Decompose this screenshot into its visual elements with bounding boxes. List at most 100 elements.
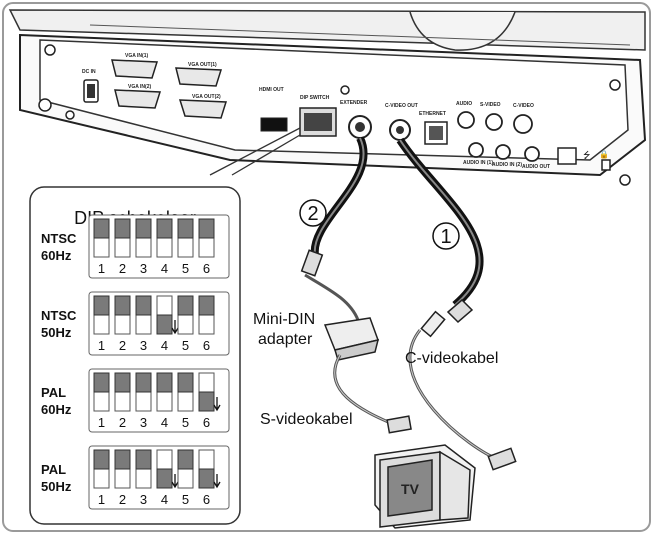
dip-switch-knob-up bbox=[93, 449, 110, 470]
dip-switch-number: 2 bbox=[119, 415, 126, 430]
port-label-extender: EXTENDER bbox=[340, 100, 368, 106]
dip-switch-number: 4 bbox=[161, 261, 168, 276]
dip-mode-frequency: 50Hz bbox=[41, 325, 72, 340]
dip-switch-knob-up bbox=[156, 218, 173, 239]
dip-switch-number: 6 bbox=[203, 415, 210, 430]
svg-text:2: 2 bbox=[307, 203, 318, 225]
port-label-s-video: S-VIDEO bbox=[480, 102, 501, 108]
mini-din-label-line2: adapter bbox=[258, 331, 313, 348]
dip-switch-number: 3 bbox=[140, 492, 147, 507]
vga-in-1-port bbox=[111, 59, 159, 79]
arrow-down-icon bbox=[213, 474, 221, 489]
dip-mode-label: PAL bbox=[41, 385, 66, 400]
port-label-vga-in-2: VGA IN(2) bbox=[128, 84, 151, 90]
dip-switch-number: 5 bbox=[182, 261, 189, 276]
dip-switch-number: 2 bbox=[119, 338, 126, 353]
vga-out-2-port bbox=[178, 99, 228, 119]
c-video-port bbox=[513, 114, 533, 134]
dip-switch-knob-up bbox=[114, 295, 131, 316]
s-video-port bbox=[485, 113, 503, 131]
screw-icon bbox=[619, 174, 631, 186]
dip-switch-number: 6 bbox=[203, 261, 210, 276]
vga-out-1-port bbox=[175, 67, 223, 87]
dip-switch-number: 3 bbox=[140, 338, 147, 353]
screw-icon bbox=[38, 98, 52, 112]
dip-switch-knob-up bbox=[156, 372, 173, 393]
port-label-audio-out: AUDIO OUT bbox=[522, 164, 550, 170]
dip-switch-knob-up bbox=[114, 372, 131, 393]
port-label-vga-out-2: VGA OUT(2) bbox=[192, 94, 221, 100]
dip-mode-frequency: 60Hz bbox=[41, 402, 72, 417]
vga-in-2-port bbox=[114, 89, 162, 109]
arrow-down-icon bbox=[171, 320, 179, 335]
dip-switch-number: 4 bbox=[161, 492, 168, 507]
dip-switch-knob-up bbox=[93, 295, 110, 316]
dip-switch-number: 4 bbox=[161, 338, 168, 353]
dip-switch-knob-up bbox=[135, 295, 152, 316]
callout-line bbox=[209, 127, 301, 176]
kensington-lock-icon bbox=[601, 159, 611, 171]
dip-switch-knob-up bbox=[198, 295, 215, 316]
audio-in-2-port bbox=[495, 144, 511, 160]
port-label-audio: AUDIO bbox=[456, 101, 472, 107]
port-label-audio-in-1: AUDIO IN (1) bbox=[463, 160, 493, 166]
dip-switch-knob-up bbox=[177, 449, 194, 470]
port-labels: DC IN VGA IN(1) VGA IN(2) VGA OUT(1) VGA… bbox=[82, 53, 550, 170]
c-video-cable-label: C-videokabel bbox=[405, 350, 498, 367]
step-marker-2: 2 bbox=[299, 199, 327, 227]
hdmi-out-port bbox=[260, 117, 288, 132]
port-label-vga-out-1: VGA OUT(1) bbox=[188, 62, 217, 68]
screw-icon bbox=[340, 85, 350, 95]
svg-text:1: 1 bbox=[440, 226, 451, 248]
dip-switch-number: 5 bbox=[182, 415, 189, 430]
dip-switch-number: 2 bbox=[119, 261, 126, 276]
dip-switch-knob-up bbox=[135, 449, 152, 470]
dip-switch-knob-down bbox=[198, 468, 215, 489]
lock-icon: 🔒 bbox=[599, 150, 609, 159]
dip-switch-panel: DIP schakelaar NTSC60Hz123456NTSC50Hz123… bbox=[29, 186, 241, 525]
cables bbox=[300, 136, 517, 471]
step-marker-1: 1 bbox=[432, 222, 460, 250]
dip-switch-knob-up bbox=[93, 218, 110, 239]
dip-switch-knob-up bbox=[93, 372, 110, 393]
audio-out-port bbox=[524, 146, 540, 162]
dip-switch-number: 1 bbox=[98, 415, 105, 430]
port-label-audio-in-2: AUDIO IN (2) bbox=[492, 162, 522, 168]
dip-switch-number: 1 bbox=[98, 261, 105, 276]
dip-switch-knob-down bbox=[156, 314, 173, 335]
dip-switch-number: 4 bbox=[161, 415, 168, 430]
dip-switch-knob-up bbox=[198, 218, 215, 239]
arrow-down-icon bbox=[171, 474, 179, 489]
dip-switch-knob-up bbox=[114, 218, 131, 239]
ports: ⭍ 🔒 bbox=[83, 59, 611, 171]
tv-label: TV bbox=[401, 481, 420, 497]
usb-icon: ⭍ bbox=[583, 150, 591, 161]
dip-switch-knob-up bbox=[135, 218, 152, 239]
dip-switch-number: 2 bbox=[119, 492, 126, 507]
dip-switch-knob-up bbox=[177, 218, 194, 239]
port-label-c-video: C-VIDEO bbox=[513, 103, 534, 109]
dip-switch-knob-down bbox=[156, 468, 173, 489]
mini-din-label-line1: Mini-DIN bbox=[253, 311, 315, 328]
dip-mode-frequency: 50Hz bbox=[41, 479, 72, 494]
dip-switch-number: 3 bbox=[140, 415, 147, 430]
s-video-cable-label: S-videokabel bbox=[260, 411, 353, 428]
audio-in-1-port bbox=[468, 142, 484, 158]
port-label-ethernet: ETHERNET bbox=[419, 111, 446, 117]
port-label-dip-switch: DIP SWITCH bbox=[300, 95, 330, 101]
dip-switch-number: 5 bbox=[182, 338, 189, 353]
dip-switch-number: 5 bbox=[182, 492, 189, 507]
callout-line bbox=[231, 134, 301, 176]
dip-switch-knob-down bbox=[198, 391, 215, 412]
screw-icon bbox=[65, 110, 75, 120]
dip-mode-label: NTSC bbox=[41, 231, 77, 246]
dip-mode-frequency: 60Hz bbox=[41, 248, 72, 263]
screw-icon bbox=[44, 44, 56, 56]
dip-mode-label: NTSC bbox=[41, 308, 77, 323]
